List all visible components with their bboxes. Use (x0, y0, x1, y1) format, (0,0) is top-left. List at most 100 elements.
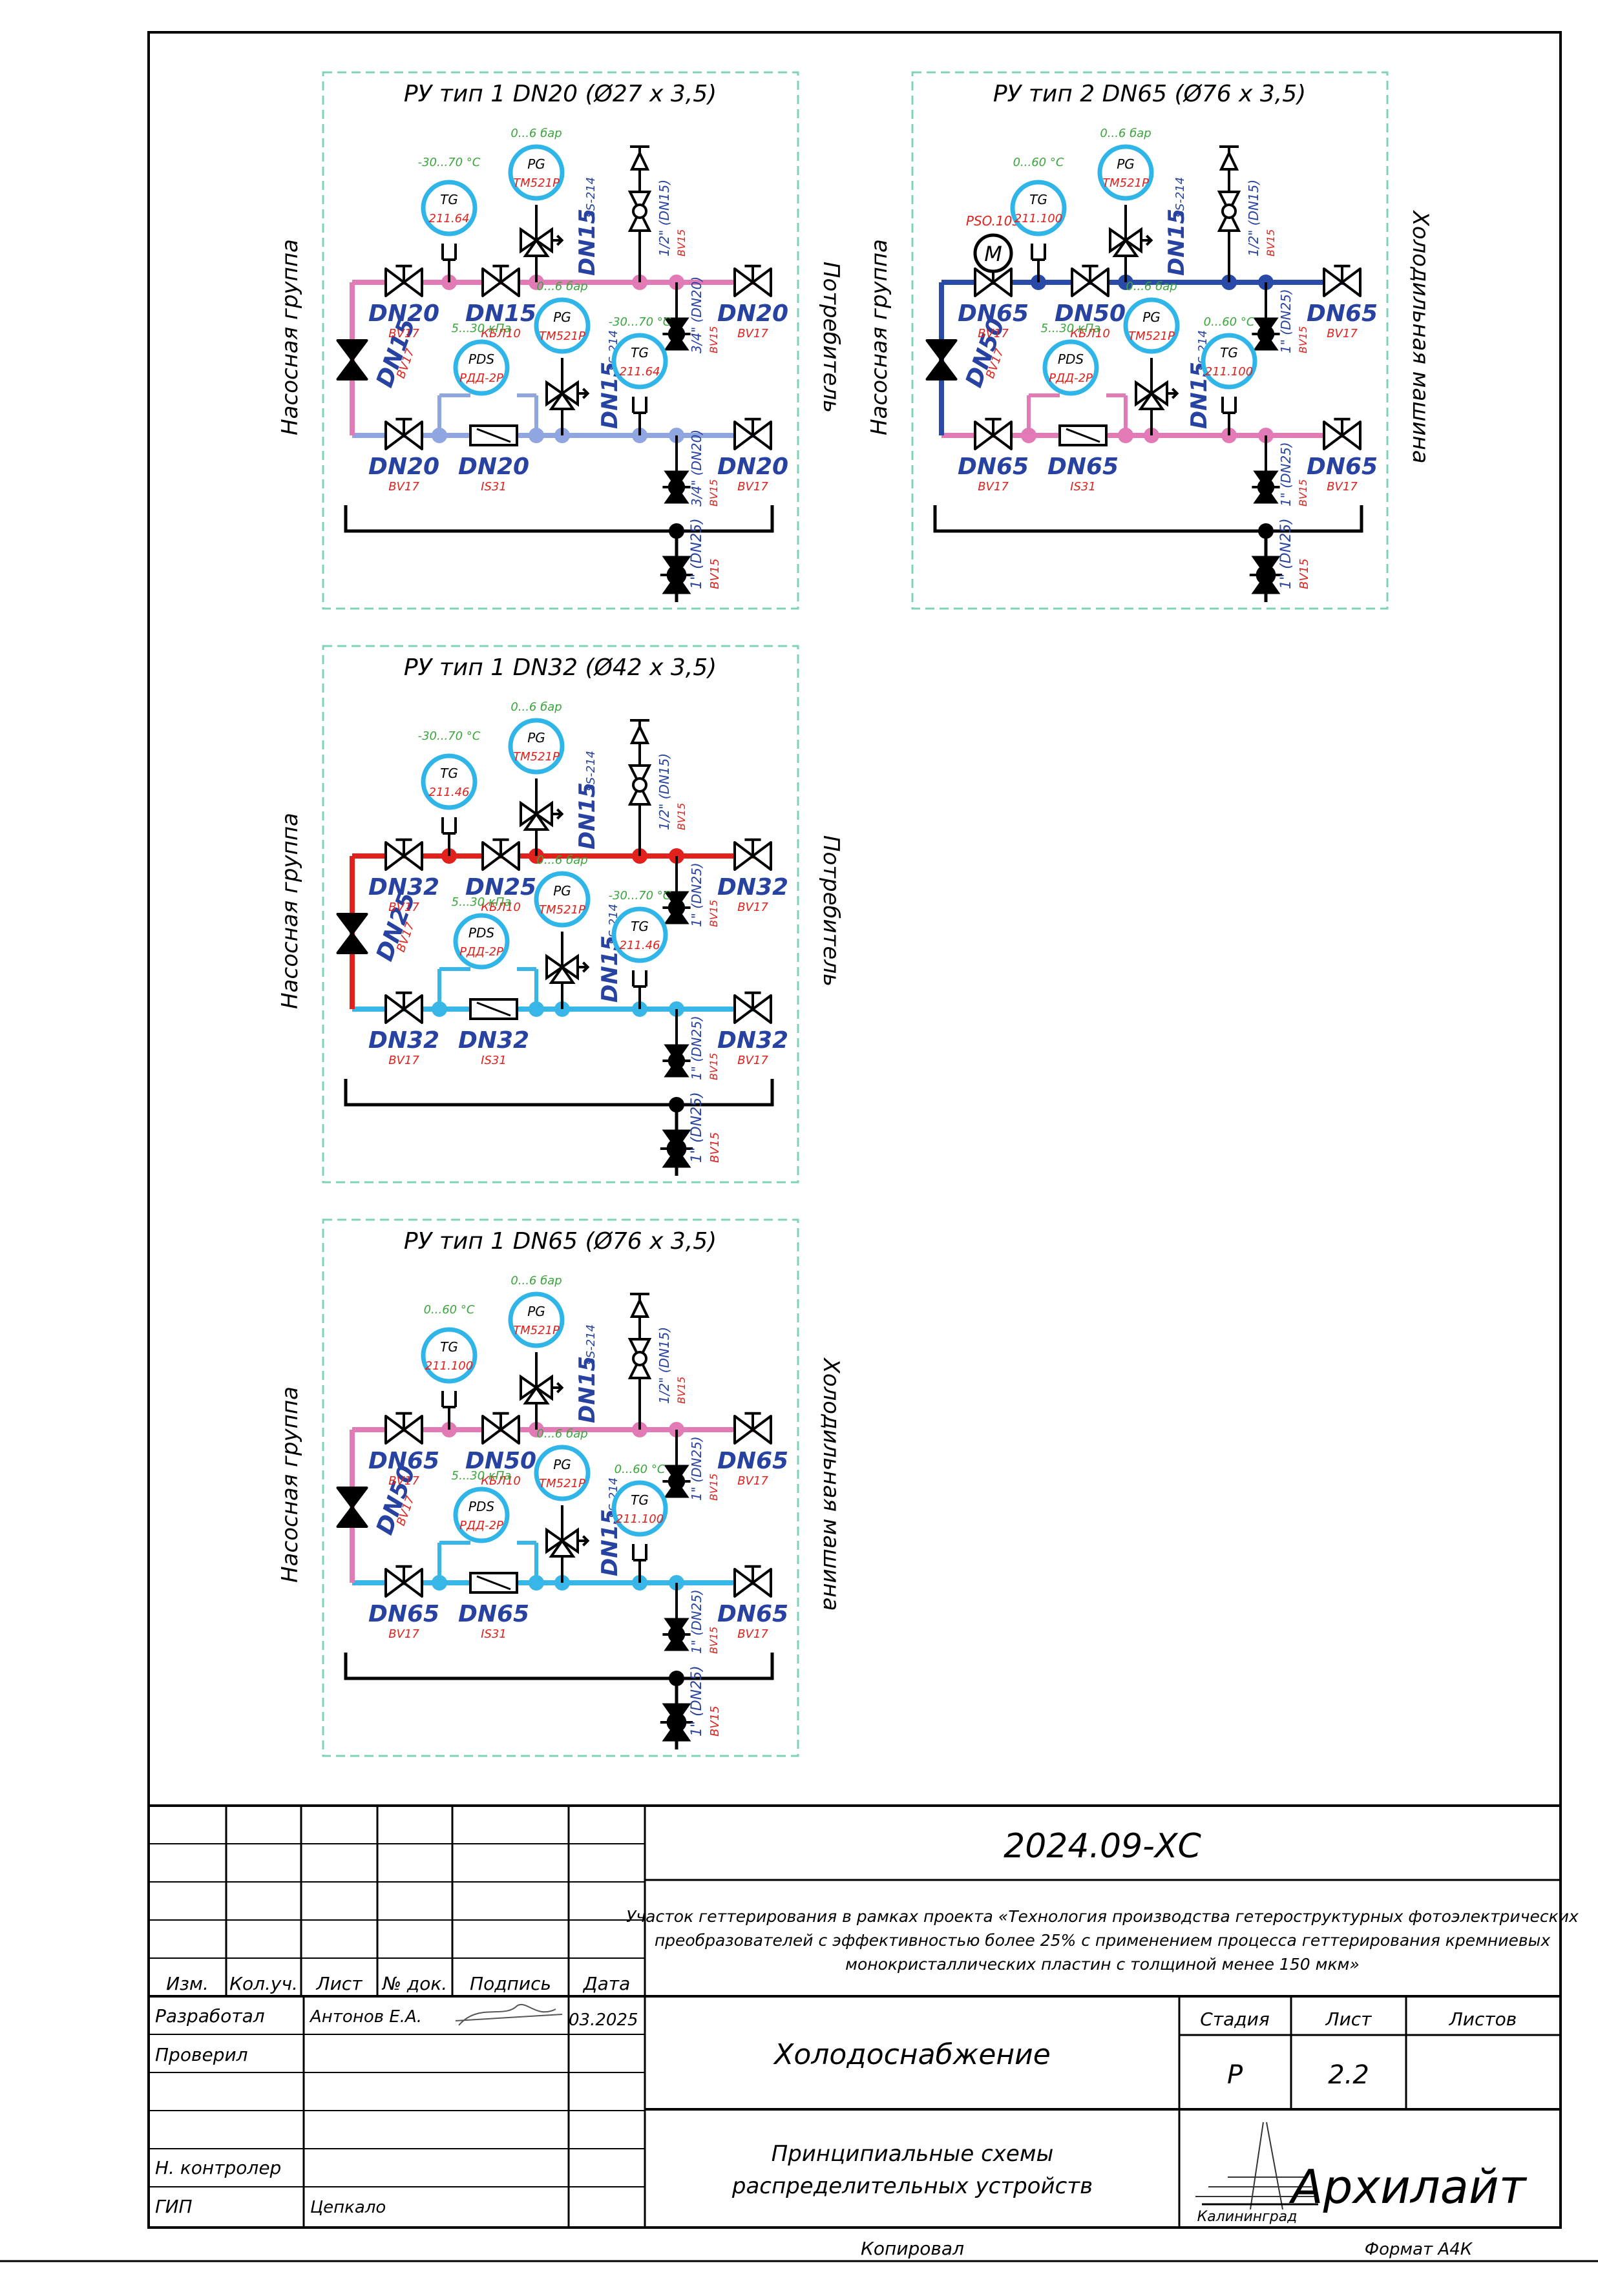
top-pg-range: 0...6 бар (1100, 127, 1151, 140)
main-drain-valve-icon (1249, 556, 1283, 594)
gauge-code: PG (527, 730, 545, 746)
bottom-drain-valve-icon (1252, 470, 1280, 504)
three-way-valve-icon (1135, 380, 1179, 410)
drain-header (344, 505, 774, 533)
left-label: Насосная группа (277, 239, 303, 435)
scheme-3: РУ тип 1 DN32 (Ø42 x 3,5)Насосная группа… (277, 645, 844, 1184)
left-return-valve-code: BV17 (388, 1627, 419, 1641)
air-vent-icon (629, 724, 650, 744)
strainer-label: DN32 (458, 1027, 529, 1054)
strainer-code: IS31 (481, 480, 507, 494)
left-return-valve-icon (384, 417, 423, 450)
main-drain-valve-icon (660, 1129, 693, 1168)
sheet-label: Лист (1325, 2009, 1372, 2030)
top-mv-code: SS-214 (584, 177, 598, 218)
right-return-valve-label: DN20 (717, 454, 788, 480)
col-list: Лист (316, 1973, 363, 1994)
drain-header (344, 1653, 774, 1680)
bottom-drain-valve-icon (662, 1618, 691, 1651)
left-supply-valve-label: DN32 (368, 874, 439, 901)
main-drain-code: BV15 (708, 1132, 722, 1163)
top-drain-valve-icon (1252, 317, 1280, 351)
vent-code: BV15 (675, 1377, 688, 1404)
mid-supply-valve-label: DN50 (465, 1448, 536, 1474)
left-return-valve-label: DN65 (958, 454, 1029, 480)
mid-supply-valve-icon (481, 264, 520, 297)
gauge-code: TG (1029, 192, 1047, 207)
left-supply-valve-icon (384, 1412, 423, 1445)
bottom-drain-label: 1" (DN25) (689, 1589, 704, 1654)
stage-label: Стадия (1200, 2009, 1269, 2030)
gauge-code: TG (631, 919, 649, 934)
sheet-title-line-1: Принципиальные схемы (772, 2141, 1054, 2167)
junction-dot (529, 1001, 544, 1017)
right-return-valve-icon (733, 991, 772, 1024)
drain-header (933, 505, 1363, 533)
gauge-code: PG (553, 309, 571, 325)
mid-supply-valve-label: DN25 (465, 874, 536, 901)
gauge-code: PG (553, 1457, 571, 1472)
strainer-label: DN20 (458, 454, 529, 480)
left-supply-valve-icon (384, 264, 423, 297)
bottom-drain-code: BV15 (708, 1053, 720, 1080)
left-supply-valve-label: DN20 (368, 300, 439, 327)
left-supply-valve-label: DN65 (368, 1448, 439, 1474)
mid-supply-valve-code: КБЛ10 (481, 901, 521, 914)
mid-supply-valve-code: КБЛ10 (481, 327, 521, 340)
junction-dot (529, 428, 544, 443)
right-return-valve-code: BV17 (737, 1627, 768, 1641)
gauge-code: PDS (468, 1499, 494, 1514)
air-vent-icon (629, 1297, 650, 1318)
project-line-2: преобразователей с эффективностью более … (655, 1931, 1551, 1950)
role-nkontr: Н. контролер (155, 2157, 281, 2178)
main-drain-valve-icon (660, 1703, 693, 1742)
company-logo (1195, 2122, 1318, 2210)
top-pg-range: 0...6 бар (510, 1274, 562, 1288)
right-supply-valve-icon (1323, 264, 1361, 297)
vent-code: BV15 (675, 229, 688, 256)
left-return-valve-code: BV17 (388, 1054, 419, 1067)
gauge-code: PG (553, 883, 571, 899)
company-name: Архилайт (1288, 2160, 1527, 2214)
format-label: Формат А4К (1365, 2240, 1473, 2259)
top-drain-code: BV15 (708, 1474, 720, 1501)
three-way-valve-icon (545, 954, 590, 984)
top-mv-code: SS-214 (1173, 177, 1187, 218)
razrab-name: Антонов Е.А. (309, 2007, 422, 2027)
gauge-model: 211.100 (616, 1512, 664, 1526)
three-way-valve-icon (1109, 227, 1153, 257)
junction-dot (1258, 523, 1274, 539)
bottom-drain-code: BV15 (708, 1627, 720, 1654)
strainer-code: IS31 (481, 1627, 507, 1641)
role-razrab: Разработал (155, 2005, 265, 2027)
bottom-drain-valve-icon (662, 470, 691, 504)
gauge-model: TM521P (513, 1324, 560, 1337)
scheme-4: РУ тип 1 DN65 (Ø76 x 3,5)Насосная группа… (277, 1218, 844, 1757)
right-return-valve-icon (1323, 417, 1361, 450)
drain-header (344, 1079, 774, 1107)
top-drain-label: 1" (DN25) (689, 862, 704, 927)
pds-range: 5...30 кПа (452, 1469, 512, 1483)
top-drain-label: 3/4" (DN20) (689, 277, 704, 353)
left-supply-valve-icon (384, 838, 423, 871)
top-tg-range: 0...60 °С (1013, 156, 1064, 169)
top-pg-range: 0...6 бар (510, 700, 562, 714)
bottom-tg-range: 0...60 °С (1204, 315, 1255, 329)
sheet-title-line-2: распределительных устройств (731, 2173, 1093, 2199)
gauge-model: TM521P (539, 1477, 585, 1490)
right-label: Потребитель (818, 262, 844, 413)
main-drain-label: 1" (DN25) (689, 1092, 705, 1163)
scheme-2: РУ тип 2 DN65 (Ø76 x 3,5)Насосная группа… (867, 71, 1433, 610)
gauge-model: 211.64 (620, 365, 660, 379)
